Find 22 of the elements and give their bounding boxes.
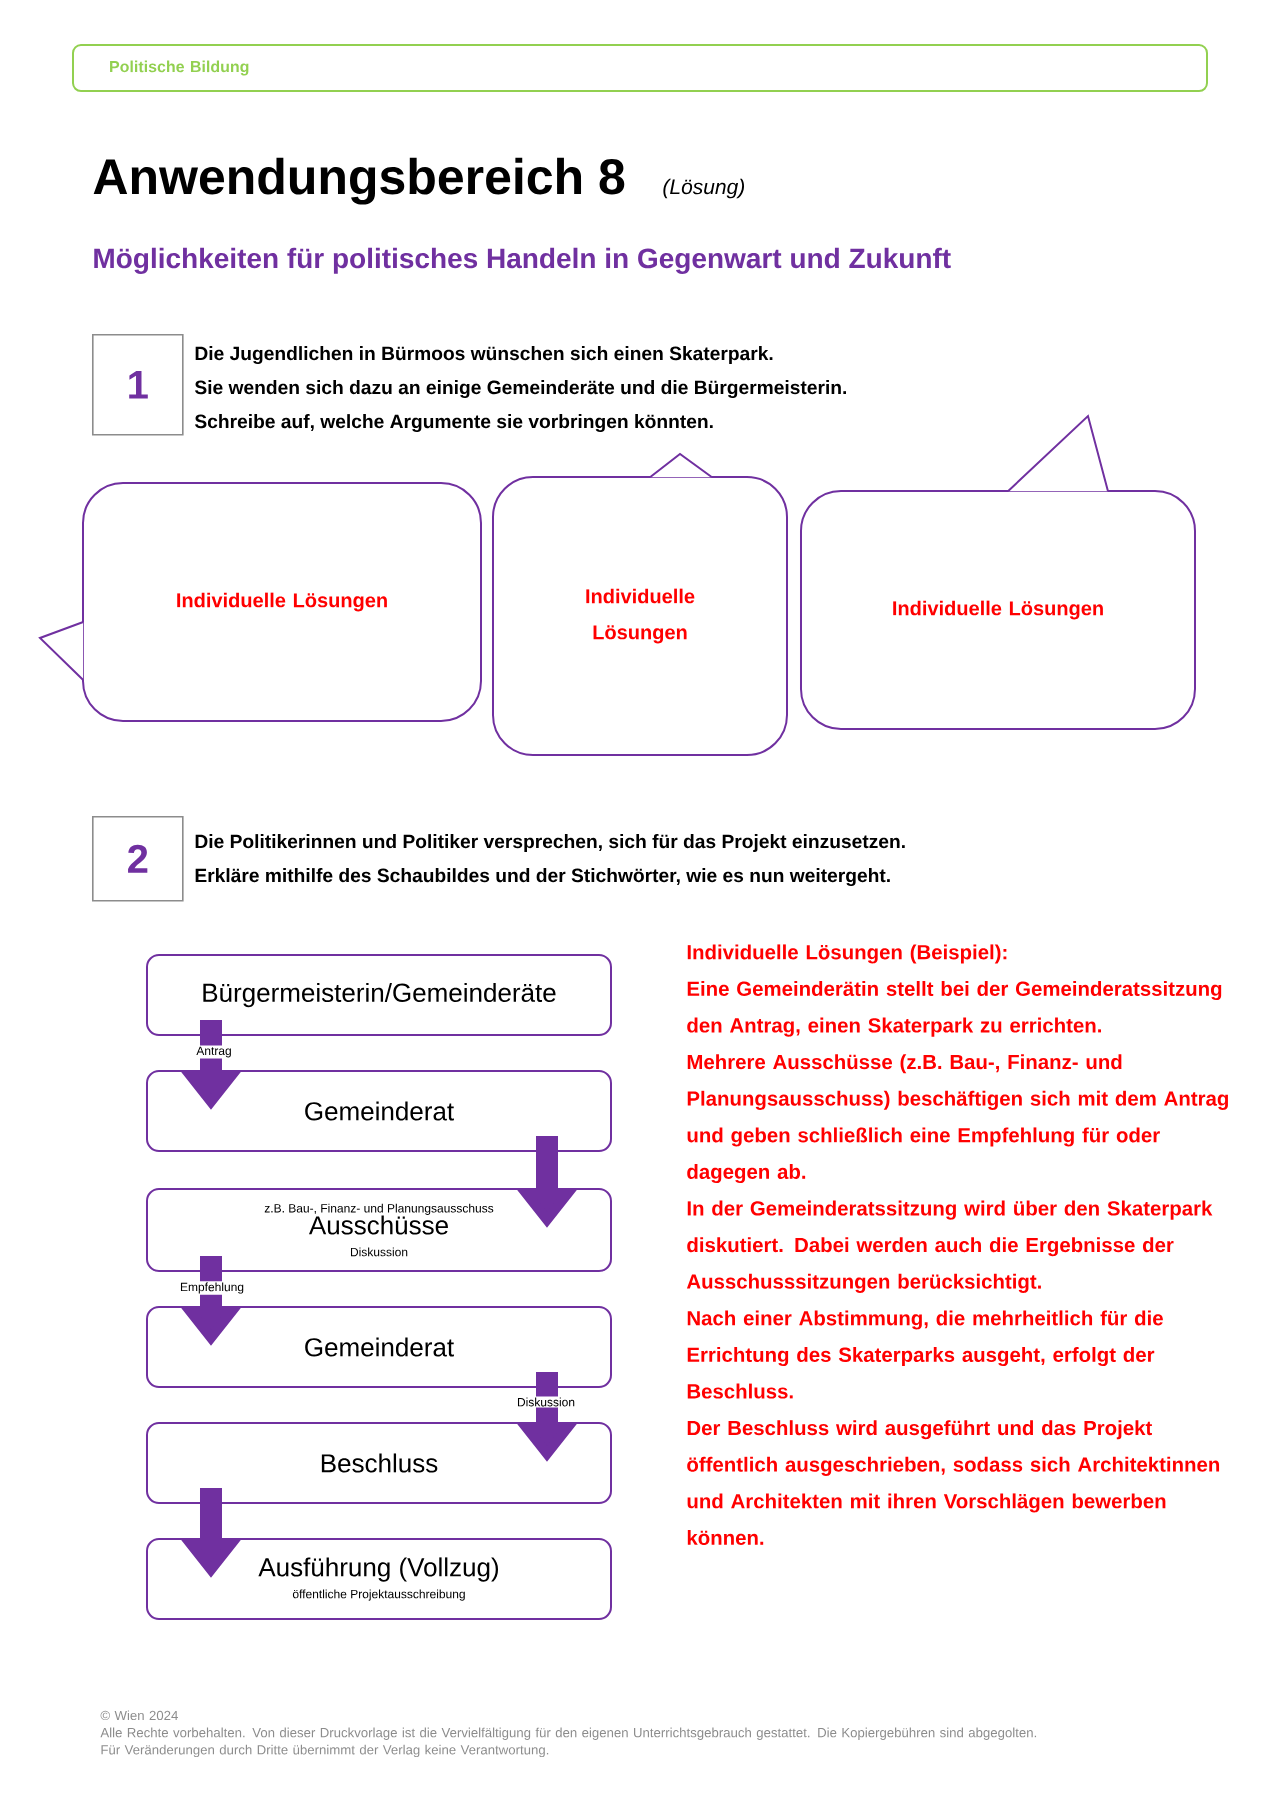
task-number-box: 1 [92, 334, 184, 436]
task-number-box: 2 [92, 816, 184, 902]
task-text: Die Politikerinnen und Politiker versprechen, sich für das Projekt einzusetzen. [195, 834, 905, 852]
answer-heading: Individuelle Lösungen (Beispiel): [687, 944, 1007, 964]
speech-bubble: Individuelle Lösungen [492, 452, 788, 756]
task-text: Erkläre mithilfe des Schaubildes und der Stichwörter, wie es nun weitergeht. [195, 868, 890, 887]
task-text: Schreibe auf, welche Argumente sie vorbringen könnten. [194, 414, 713, 433]
process-box: Beschluss [146, 1422, 612, 1504]
subtitle: Möglichkeiten für politisches Handeln in Gegenwart und Zukunft [94, 247, 951, 274]
answer-text: Der Beschluss wird ausgeführt und das Projekt öffentlich ausgeschrieben, sodass sich Architektinnen und Architekten mit ihren Vorschlägen bewerben können. [687, 1420, 1220, 1545]
process-box: Gemeinderat [146, 1306, 612, 1388]
process-box: Gemeinderat [146, 1070, 612, 1152]
process-box: Bürgermeisterin/Gemeinderäte [146, 954, 612, 1036]
answer-text: Nach einer Abstimmung, die mehrheitlich für die Errichtung des Skaterparks ausgeht, erfolgt der Beschluss. [687, 1310, 1163, 1399]
answer-text: Eine Gemeinderätin stellt bei der Gemeinderatssitzung den Antrag, einen Skaterpark zu errichten. [687, 981, 1222, 1037]
speech-bubble: Individuelle Lösungen [800, 414, 1196, 730]
title-note: (Lösung) [663, 178, 744, 199]
answer-text: Mehrere Ausschüsse (z.B. Bau-, Finanz- und Planungsausschuss) beschäftigen sich mit dem Antrag und geben schließlich eine Empfehlung für oder dagegen ab. [687, 1054, 1228, 1184]
header-bar: Politische Bildung [72, 44, 1208, 92]
title: Anwendungsbereich 8 [93, 157, 625, 205]
answer-text: In der Gemeinderatssitzung wird über den Skaterpark diskutiert. Dabei werden auch die Ergebnisse der Ausschusssitzungen berücksichtigt. [686, 1200, 1213, 1293]
speech-bubble: Individuelle Lösungen [38, 482, 482, 722]
